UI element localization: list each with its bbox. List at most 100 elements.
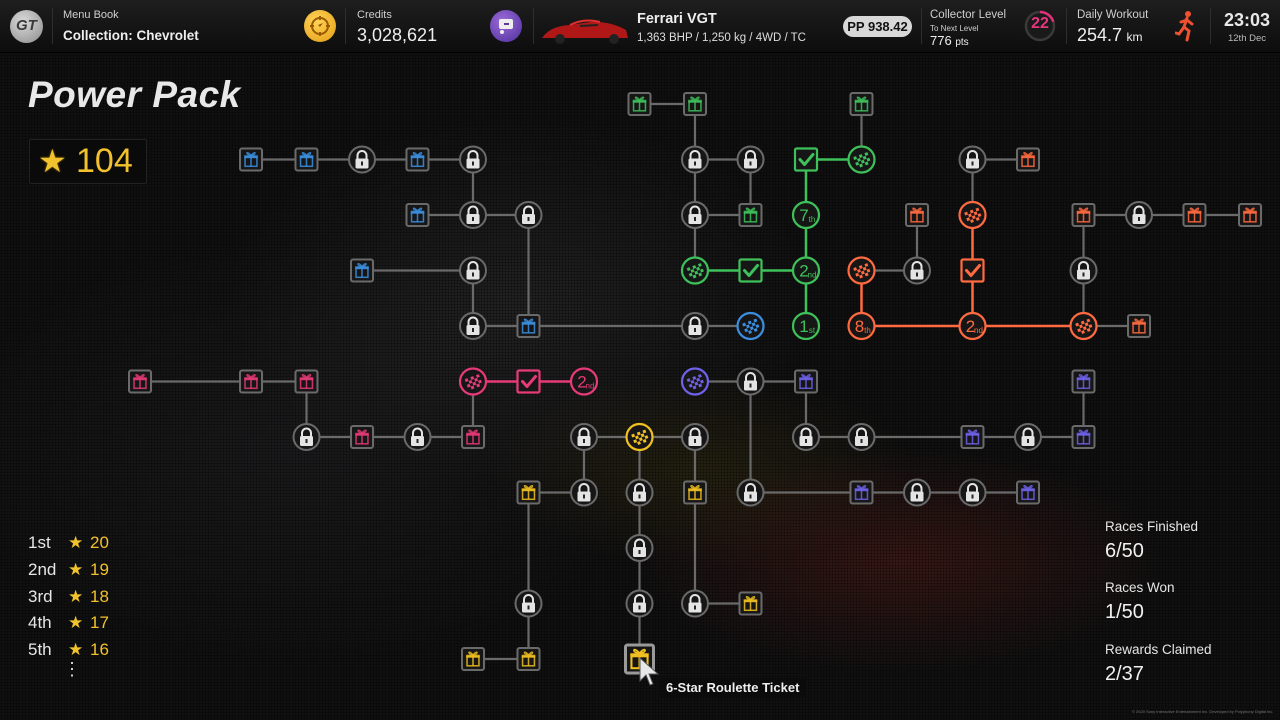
- graph-node-gift[interactable]: [794, 369, 818, 394]
- graph-node-lock[interactable]: [1125, 201, 1153, 229]
- graph-node-gift[interactable]: [350, 425, 374, 449]
- graph-node-race[interactable]: [847, 256, 876, 285]
- graph-node-lock[interactable]: [736, 478, 765, 507]
- graph-node-lock[interactable]: [847, 423, 876, 451]
- compass-icon[interactable]: [304, 10, 336, 42]
- lock-icon: [522, 205, 535, 224]
- graph-node-gift[interactable]: [239, 369, 263, 394]
- graph-node-gift[interactable]: [516, 314, 541, 338]
- showroom-icon[interactable]: [490, 10, 522, 42]
- graph-node-lock[interactable]: [459, 201, 487, 229]
- graph-node-gift[interactable]: [128, 369, 152, 394]
- graph-node-lock[interactable]: [681, 589, 709, 618]
- graph-node-gift[interactable]: [239, 147, 263, 172]
- graph-node-gift[interactable]: [1182, 203, 1207, 227]
- lock-icon: [411, 427, 424, 446]
- graph-node-gift[interactable]: [1071, 369, 1096, 394]
- graph-node-race[interactable]: [958, 200, 987, 230]
- graph-node-lock[interactable]: [625, 478, 654, 507]
- graph-node-lock[interactable]: [292, 423, 321, 451]
- graph-node-gift[interactable]: [405, 147, 430, 172]
- graph-node-lock[interactable]: [459, 145, 487, 174]
- car-thumbnail[interactable]: [540, 16, 630, 46]
- graph-node-race[interactable]: [458, 367, 488, 396]
- graph-node-place[interactable]: 2nd: [791, 256, 821, 285]
- place-node-frame: [569, 367, 599, 396]
- graph-node-lock[interactable]: [625, 534, 654, 562]
- graph-node-lock[interactable]: [514, 201, 543, 229]
- graph-node-gift[interactable]: [849, 92, 874, 116]
- graph-node-lock[interactable]: [736, 367, 765, 396]
- graph-node-lock[interactable]: [1069, 256, 1098, 285]
- graph-node-race[interactable]: [736, 311, 765, 341]
- race-node-frame: [680, 256, 710, 285]
- graph-node-gift[interactable]: [738, 591, 763, 616]
- graph-node-gift[interactable]: [960, 425, 985, 449]
- graph-node-lock[interactable]: [403, 423, 432, 451]
- graph-node-gift[interactable]: [1071, 425, 1096, 449]
- graph-node-race[interactable]: [1069, 311, 1098, 341]
- graph-node-place[interactable]: 2nd: [569, 367, 599, 396]
- graph-node-lock[interactable]: [958, 478, 987, 507]
- place-node-frame: [958, 311, 987, 341]
- graph-node-gift[interactable]: [683, 92, 707, 116]
- graph-node-lock[interactable]: [903, 478, 931, 507]
- graph-node-gift[interactable]: [461, 647, 485, 671]
- graph-node-gift[interactable]: [516, 647, 541, 671]
- graph-node-lock[interactable]: [514, 589, 543, 618]
- graph-node-check[interactable]: [738, 258, 763, 283]
- graph-node-lock[interactable]: [736, 145, 765, 174]
- graph-node-race[interactable]: [680, 256, 710, 285]
- graph-node-gift[interactable]: [905, 203, 929, 227]
- graph-node-lock[interactable]: [1014, 423, 1042, 451]
- graph-node-race[interactable]: [847, 145, 876, 174]
- place-suffix: st: [809, 326, 816, 335]
- graph-node-gift[interactable]: [683, 480, 707, 505]
- graph-node-lock[interactable]: [681, 145, 709, 174]
- graph-node-lock[interactable]: [903, 256, 931, 285]
- menu-book-value[interactable]: Collection: Chevrolet: [63, 28, 199, 43]
- gift-icon: [854, 484, 869, 501]
- place-node-frame: [791, 311, 821, 341]
- graph-node-lock[interactable]: [570, 423, 598, 451]
- graph-node-check[interactable]: [960, 258, 985, 283]
- graph-node-lock[interactable]: [958, 145, 987, 174]
- graph-node-gift[interactable]: [1016, 480, 1040, 505]
- graph-node-gift[interactable]: [405, 203, 430, 227]
- graph-node-gift[interactable]: [1071, 203, 1096, 227]
- lock-icon: [466, 316, 480, 335]
- graph-node-gift[interactable]: [1016, 147, 1040, 172]
- graph-node-lock[interactable]: [348, 145, 376, 174]
- graph-node-gift[interactable]: [627, 92, 652, 116]
- graph-node-lock[interactable]: [625, 589, 654, 618]
- graph-node-gift[interactable]: [294, 369, 319, 394]
- graph-node-gift[interactable]: [461, 425, 485, 449]
- graph-node-gift[interactable]: [294, 147, 319, 172]
- graph-node-gift[interactable]: [849, 480, 874, 505]
- graph-node-lock[interactable]: [681, 201, 709, 229]
- graph-node-lock[interactable]: [681, 312, 709, 340]
- graph-node-race[interactable]: [625, 422, 654, 452]
- graph-node-place[interactable]: 2nd: [958, 311, 987, 341]
- gift-icon: [1132, 318, 1146, 334]
- checkered-flag-icon: [853, 152, 871, 168]
- graph-node-gift[interactable]: [738, 203, 763, 227]
- graph-node-gift[interactable]: [350, 258, 374, 283]
- graph-node-gift[interactable]: [1127, 314, 1151, 338]
- graph-node-lock[interactable]: [459, 312, 487, 340]
- graph-node-gift[interactable]: [516, 480, 541, 505]
- graph-node-lock[interactable]: [570, 478, 598, 507]
- graph-node-check[interactable]: [516, 369, 541, 394]
- graph-node-check[interactable]: [793, 147, 819, 172]
- graph-node-lock[interactable]: [792, 423, 820, 451]
- graph-node-lock[interactable]: [459, 256, 487, 285]
- graph-node-lock[interactable]: [681, 423, 709, 451]
- graph-node-gift[interactable]: [1238, 203, 1262, 227]
- more-rewards-ellipsis[interactable]: ⋮: [63, 659, 81, 679]
- races-won-label: Races Won: [1105, 580, 1175, 595]
- graph-node-race[interactable]: [680, 367, 710, 396]
- gt-logo[interactable]: GT: [10, 10, 43, 43]
